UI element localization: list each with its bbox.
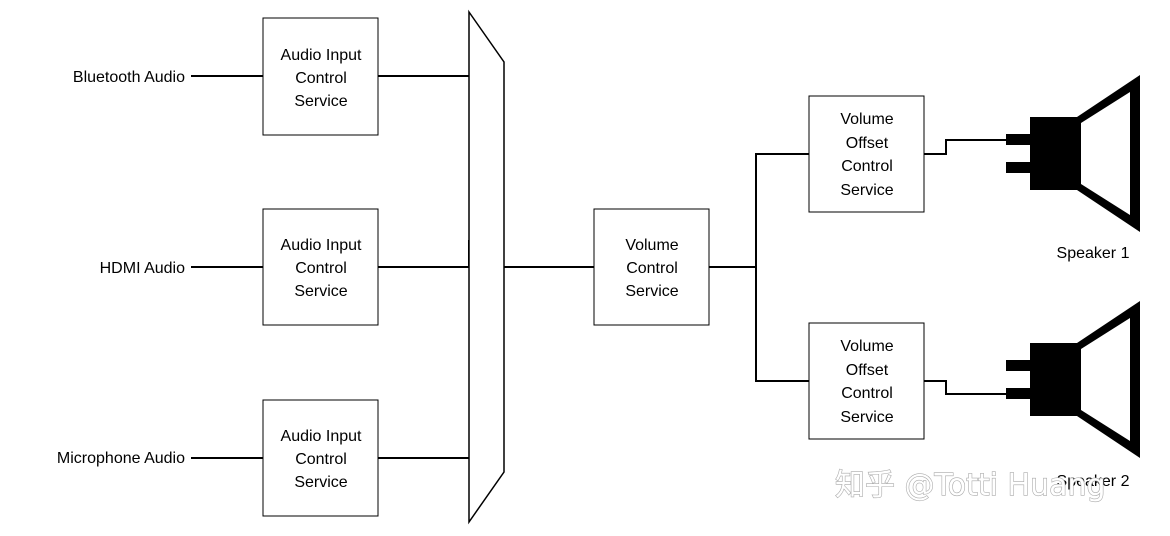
input-service-box-1: Audio Input Control Service <box>262 17 379 136</box>
multiplexer-shape <box>468 9 505 525</box>
input-service-box-3: Audio Input Control Service <box>262 399 379 517</box>
offset-service-2-line-4: Service <box>840 409 893 426</box>
input-service-1-line-1: Audio Input <box>281 47 363 64</box>
input-service-2-line-1: Audio Input <box>281 237 363 254</box>
speaker-2-icon <box>1006 301 1140 458</box>
offset-service-2-line-2: Offset <box>846 362 889 379</box>
input-service-2-line-3: Service <box>294 283 347 300</box>
offset-service-1-line-4: Service <box>840 182 893 199</box>
input-service-1-line-3: Service <box>294 93 347 110</box>
speaker-2-label: Speaker 2 <box>1057 473 1130 490</box>
offset-service-1-line-2: Offset <box>846 135 889 152</box>
input-service-1-line-2: Control <box>295 70 347 87</box>
offset-service-box-2: Volume Offset Control Service <box>808 322 925 440</box>
wire-offset1-to-speaker1 <box>924 139 1010 155</box>
input-service-3-line-1: Audio Input <box>281 428 363 445</box>
wire-input2-to-mux <box>378 240 470 268</box>
speaker-1-label: Speaker 1 <box>1057 245 1130 262</box>
offset-service-1-line-1: Volume <box>840 111 893 128</box>
input-service-3-line-2: Control <box>295 451 347 468</box>
offset-service-2-line-3: Control <box>841 385 893 402</box>
wire-offset2-to-speaker2 <box>924 380 1010 395</box>
offset-service-2-line-1: Volume <box>840 338 893 355</box>
input-service-2-line-2: Control <box>295 260 347 277</box>
speaker-1-icon <box>1006 75 1140 232</box>
input-service-box-2: Audio Input Control Service <box>262 208 379 326</box>
input-service-3-line-3: Service <box>294 474 347 491</box>
volume-control-service-box: Volume Control Service <box>593 208 710 326</box>
offset-service-box-1: Volume Offset Control Service <box>808 95 925 213</box>
source-label-hdmi: HDMI Audio <box>100 260 185 277</box>
volume-service-line-1: Volume <box>625 237 678 254</box>
volume-service-line-2: Control <box>626 260 678 277</box>
offset-service-1-line-3: Control <box>841 158 893 175</box>
volume-service-line-3: Service <box>625 283 678 300</box>
wire-volume-to-offset2 <box>755 267 809 382</box>
watermark-text: 知乎 @Totti Huang <box>835 468 1106 503</box>
wire-volume-to-offset1 <box>709 153 809 268</box>
source-label-bluetooth: Bluetooth Audio <box>73 69 185 86</box>
source-label-microphone: Microphone Audio <box>57 450 185 467</box>
